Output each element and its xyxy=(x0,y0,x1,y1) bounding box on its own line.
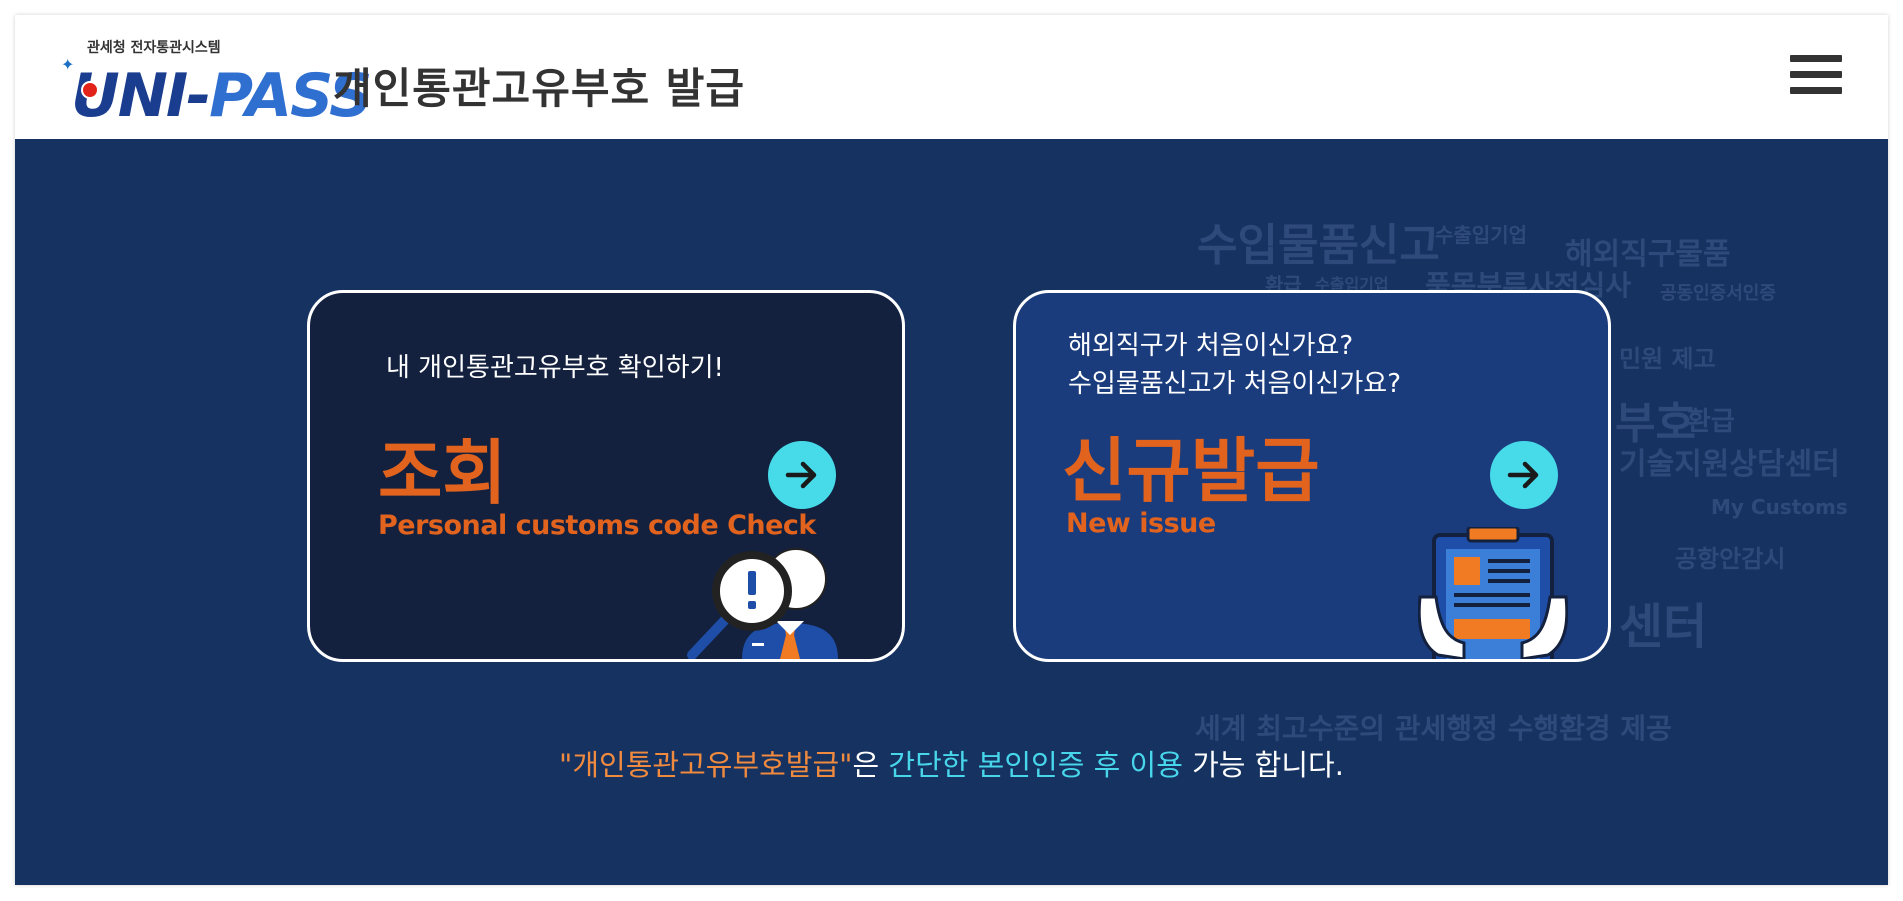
page-frame: 관세청 전자통관시스템 ✦ UNI-PASS 개인통관고유부호 발급 수입물품신… xyxy=(15,15,1888,885)
logo-caption: 관세청 전자통관시스템 xyxy=(87,40,221,56)
new-issue-card[interactable]: 해외직구가 처음이신가요? 수입물품신고가 처음이신가요? 신규발급 New i… xyxy=(1013,290,1611,662)
notice-highlight: 간단한 본인인증 후 이용 xyxy=(888,748,1183,782)
hamburger-menu-icon[interactable] xyxy=(1790,55,1842,105)
menu-bar xyxy=(1790,87,1842,94)
new-issue-card-title: 신규발급 xyxy=(1062,430,1320,512)
wc-word: 공항안감시 xyxy=(1675,545,1786,573)
wc-word: 수입물품신고 xyxy=(1197,220,1440,271)
new-issue-card-subtitle-line1: 해외직구가 처음이신가요? xyxy=(1068,331,1354,361)
wc-word: 환급 xyxy=(1687,407,1735,437)
wc-word: 해외직구물품 xyxy=(1565,237,1731,272)
notice-service-name: "개인통관고유부호발급" xyxy=(559,748,853,782)
notice-text: 은 xyxy=(852,748,889,782)
new-issue-card-title-en: New issue xyxy=(1066,508,1216,539)
lookup-card-subtitle: 내 개인통관고유부호 확인하기! xyxy=(386,353,724,383)
menu-bar xyxy=(1790,55,1842,62)
main-content: 수입물품신고 수출입기업 해외직구물품 환급 수출입기업 품목분류사전심사 공동… xyxy=(15,139,1888,885)
logo-text-pass: PASS xyxy=(209,61,372,131)
wc-word: 공동인증서인증 xyxy=(1660,283,1776,304)
wc-word: My Customs xyxy=(1711,495,1848,519)
wc-word: 부호 xyxy=(1615,398,1696,449)
magnifier-person-icon xyxy=(684,543,854,659)
usage-notice: "개인통관고유부호발급"은 간단한 본인인증 후 이용 가능 합니다. xyxy=(15,745,1888,785)
new-issue-arrow-icon[interactable] xyxy=(1490,441,1558,509)
lookup-card[interactable]: 내 개인통관고유부호 확인하기! 조회 Personal customs cod… xyxy=(307,290,905,662)
notice-text-end: 가능 합니다. xyxy=(1182,748,1344,782)
logo-star-icon: ✦ xyxy=(61,55,75,74)
lookup-arrow-icon[interactable] xyxy=(768,441,836,509)
wc-word: 수출입기업 xyxy=(1435,223,1527,247)
lookup-card-title: 조회 xyxy=(378,432,507,514)
logo-red-dot-icon xyxy=(81,81,99,99)
wc-word: 기술지원상담센터 xyxy=(1619,447,1840,482)
wc-word: 센터 xyxy=(1619,599,1708,655)
menu-bar xyxy=(1790,71,1842,78)
page-title: 개인통관고유부호 발급 xyxy=(333,64,746,113)
uni-pass-logo[interactable]: 관세청 전자통관시스템 ✦ UNI-PASS xyxy=(57,25,372,135)
header: 관세청 전자통관시스템 ✦ UNI-PASS 개인통관고유부호 발급 xyxy=(15,15,1888,139)
wc-word: 세계 최고수준의 관세행정 수행환경 제공 xyxy=(1195,712,1672,745)
lookup-card-title-en: Personal customs code Check xyxy=(378,510,816,541)
clipboard-hands-icon xyxy=(1417,525,1569,659)
logo-wordmark: UNI-PASS xyxy=(71,61,372,131)
wc-word: 민원 제고 xyxy=(1619,345,1716,373)
new-issue-card-subtitle-line2: 수입물품신고가 처음이신가요? xyxy=(1068,369,1402,399)
